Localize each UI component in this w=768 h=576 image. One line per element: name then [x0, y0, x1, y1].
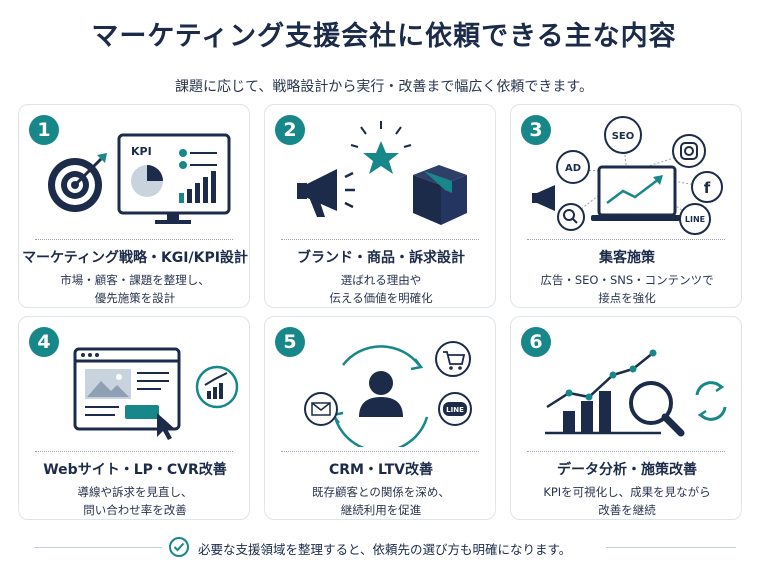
card-number: 2 [275, 115, 305, 145]
cart-icon [435, 341, 471, 377]
laptop-icon [591, 165, 683, 221]
card-divider [281, 239, 479, 240]
card-desc-line-2: 接点を強化 [598, 291, 656, 305]
footer-note: 必要な支援領域を整理すると、依頼先の選び方も明確になります。 [0, 536, 768, 560]
service-card-3: 3 SEO AD [510, 104, 742, 308]
mail-icon [304, 392, 338, 426]
card-title: マーケティング戦略・KGI/KPI設計 [22, 250, 248, 266]
service-card-2: 2 [264, 104, 496, 308]
card-description: 既存顧客との関係を深め、 継続利用を促進 [265, 483, 497, 519]
card-divider [527, 239, 725, 240]
card-illustration [73, 347, 239, 440]
browser-icon [73, 347, 181, 431]
card-desc-line-1: 既存顧客との関係を深め、 [312, 485, 450, 499]
card-number: 4 [29, 327, 59, 357]
card-desc-line-1: 選ばれる理由や [340, 273, 422, 287]
svg-text:AD: AD [565, 163, 581, 174]
svg-text:LINE: LINE [446, 406, 464, 414]
page-title: マーケティング支援会社に依頼できる主な内容 [91, 21, 677, 52]
facebook-icon: f [691, 171, 723, 203]
card-desc-line-2: 伝える価値を明確化 [329, 291, 433, 305]
card-desc-line-1: 導線や訴求を見直し、 [77, 485, 193, 499]
card-description: KPIを可視化し、成果を見ながら 改善を継続 [511, 483, 743, 519]
check-circle-icon [169, 537, 189, 557]
card-number: 3 [521, 115, 551, 145]
search-icon [557, 203, 585, 231]
card-divider [281, 451, 479, 452]
card-desc-line-1: 市場・顧客・課題を整理し、 [60, 273, 210, 287]
card-description: 市場・顧客・課題を整理し、 優先施策を設計 [19, 271, 251, 307]
card-illustration [297, 121, 467, 225]
megaphone-icon [297, 169, 355, 217]
card-description: 広告・SEO・SNS・コンテンツで 接点を強化 [511, 271, 743, 307]
target-icon [48, 153, 107, 212]
card-title: ブランド・商品・訴求設計 [297, 250, 465, 266]
star-icon [350, 121, 412, 174]
card-number: 6 [521, 327, 551, 357]
svg-text:LINE: LINE [685, 215, 705, 224]
card-title: データ分析・施策改善 [557, 462, 697, 478]
card-illustration [545, 349, 727, 437]
magnifier-icon [629, 381, 685, 437]
card-description: 導線や訴求を見直し、 問い合わせ率を改善 [19, 483, 251, 519]
cycle-icon [330, 345, 429, 447]
service-card-6: 6 [510, 316, 742, 520]
svg-text:SEO: SEO [612, 131, 635, 142]
refresh-icon [695, 381, 727, 421]
box-icon [413, 165, 467, 225]
card-desc-line-2: 改善を継続 [598, 503, 656, 517]
card-title: CRM・LTV改善 [329, 462, 433, 478]
card-desc-line-2: 優先施策を設計 [94, 291, 176, 305]
growth-chart-icon [195, 365, 239, 409]
card-divider [35, 239, 233, 240]
card-illustration: KPI [48, 133, 231, 224]
line-chart-icon [545, 349, 661, 435]
line-badge: LINE [679, 203, 711, 235]
footer-line-left [34, 547, 162, 548]
card-title: Webサイト・LP・CVR改善 [43, 462, 227, 478]
cursor-icon [157, 413, 175, 440]
dashboard-icon: KPI [117, 133, 231, 224]
kpi-label: KPI [131, 145, 152, 158]
card-description: 選ばれる理由や 伝える価値を明確化 [265, 271, 497, 307]
service-card-5: 5 [264, 316, 496, 520]
service-card-1: 1 KPI [18, 104, 250, 308]
footer-text: 必要な支援領域を整理すると、依頼先の選び方も明確になります。 [198, 542, 572, 557]
card-illustration: LINE [304, 341, 472, 447]
footer-line-right [606, 547, 736, 548]
card-divider [35, 451, 233, 452]
service-card-4: 4 [18, 316, 250, 520]
seo-badge: SEO [604, 116, 642, 154]
ad-badge: AD [556, 150, 590, 184]
card-desc-line-2: 問い合わせ率を改善 [83, 503, 187, 517]
instagram-icon [672, 134, 706, 168]
card-desc-line-1: 広告・SEO・SNS・コンテンツで [540, 273, 714, 287]
card-number: 1 [29, 115, 59, 145]
card-illustration: SEO AD f LINE [532, 116, 723, 235]
page-subtitle: 課題に応じて、戦略設計から実行・改善まで幅広く依頼できます。 [175, 79, 593, 95]
card-desc-line-2: 継続利用を促進 [340, 503, 422, 517]
card-desc-line-1: KPIを可視化し、成果を見ながら [543, 485, 711, 499]
svg-text:f: f [704, 179, 711, 197]
megaphone-icon [532, 185, 555, 211]
card-title: 集客施策 [599, 250, 655, 266]
card-divider [527, 451, 725, 452]
user-icon [359, 371, 403, 417]
line-badge: LINE [438, 392, 472, 426]
service-grid: 1 KPI [18, 104, 752, 520]
card-number: 5 [275, 327, 305, 357]
